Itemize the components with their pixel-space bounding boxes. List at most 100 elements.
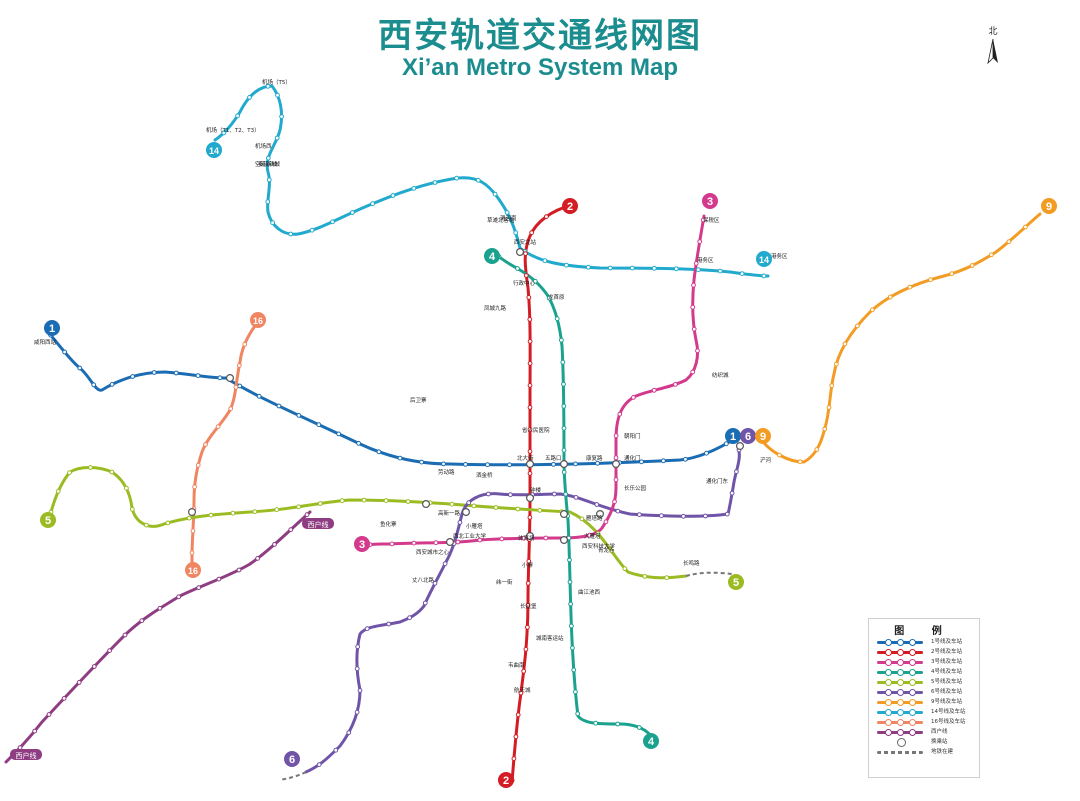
station-dot[interactable] <box>842 341 848 347</box>
station-dot[interactable] <box>690 369 696 375</box>
station-dot[interactable] <box>442 561 448 567</box>
station-dot[interactable] <box>236 567 242 573</box>
station-dot[interactable] <box>256 393 262 399</box>
station-dot[interactable] <box>195 373 201 379</box>
station-dot[interactable] <box>370 201 376 207</box>
station-dot[interactable] <box>609 548 614 554</box>
station-dot[interactable] <box>405 499 411 504</box>
station-dot[interactable] <box>255 556 261 561</box>
station-dot[interactable] <box>486 491 491 497</box>
station-dot[interactable] <box>527 515 533 520</box>
station-dot[interactable] <box>527 427 533 432</box>
station-dot[interactable] <box>186 515 192 521</box>
station-dot[interactable] <box>870 307 875 313</box>
station-dot[interactable] <box>561 469 567 475</box>
station-dot[interactable] <box>797 459 803 465</box>
station-dot[interactable] <box>233 384 239 390</box>
station-dot[interactable] <box>196 585 202 590</box>
station-dot[interactable] <box>192 484 198 490</box>
station-dot[interactable] <box>826 405 832 410</box>
station-dot[interactable] <box>573 461 578 467</box>
station-dot[interactable] <box>969 263 975 268</box>
station-dot[interactable] <box>130 374 136 379</box>
station-dot[interactable] <box>235 113 241 119</box>
station-dot[interactable] <box>1023 224 1028 230</box>
station-dot[interactable] <box>567 557 572 563</box>
station-dot[interactable] <box>386 621 392 627</box>
station-dot[interactable] <box>441 461 446 467</box>
station-dot[interactable] <box>563 491 568 497</box>
station-dot[interactable] <box>499 536 505 542</box>
station-dot[interactable] <box>561 381 566 387</box>
station-dot[interactable] <box>165 520 171 526</box>
station-dot[interactable] <box>67 470 72 476</box>
station-dot[interactable] <box>613 433 619 439</box>
station-dot[interactable] <box>228 406 234 412</box>
station-dot[interactable] <box>139 618 145 624</box>
station-dot[interactable] <box>316 422 322 428</box>
station-dot[interactable] <box>573 495 579 500</box>
station-dot[interactable] <box>554 316 560 322</box>
station-dot[interactable] <box>525 624 530 630</box>
line-4-badge[interactable]: 4 <box>643 733 659 749</box>
station-dot[interactable] <box>195 462 201 468</box>
station-dot[interactable] <box>466 500 472 506</box>
station-dot[interactable] <box>833 361 839 367</box>
interchange-station[interactable] <box>559 510 568 519</box>
station-dot[interactable] <box>664 575 670 581</box>
xihu-line-tag[interactable]: 西户线 <box>302 518 334 529</box>
line-5-badge[interactable]: 5 <box>40 512 56 528</box>
station-dot[interactable] <box>603 519 609 525</box>
station-dot[interactable] <box>567 579 573 585</box>
station-dot[interactable] <box>521 668 527 674</box>
station-dot[interactable] <box>407 615 413 621</box>
station-dot[interactable] <box>485 462 490 468</box>
interchange-station[interactable] <box>595 510 604 519</box>
station-dot[interactable] <box>717 268 723 274</box>
station-dot[interactable] <box>91 664 97 669</box>
station-dot[interactable] <box>697 239 703 245</box>
station-dot[interactable] <box>622 566 628 571</box>
station-dot[interactable] <box>560 359 566 365</box>
station-dot[interactable] <box>513 734 519 740</box>
station-dot[interactable] <box>1006 239 1012 245</box>
station-dot[interactable] <box>949 271 955 277</box>
station-dot[interactable] <box>247 95 252 100</box>
station-dot[interactable] <box>542 258 548 264</box>
station-dot[interactable] <box>144 522 149 528</box>
station-dot[interactable] <box>515 712 521 718</box>
station-dot[interactable] <box>700 217 706 223</box>
station-dot[interactable] <box>613 477 619 483</box>
station-dot[interactable] <box>579 516 585 522</box>
station-dot[interactable] <box>525 602 531 608</box>
station-dot[interactable] <box>523 273 529 278</box>
station-dot[interactable] <box>190 528 196 534</box>
line-5-badge[interactable]: 5 <box>728 574 744 590</box>
station-dot[interactable] <box>265 199 271 205</box>
station-dot[interactable] <box>777 452 782 458</box>
station-dot[interactable] <box>607 265 613 271</box>
station-dot[interactable] <box>613 455 619 461</box>
station-dot[interactable] <box>681 513 686 519</box>
station-dot[interactable] <box>887 294 893 300</box>
line-9-route[interactable] <box>758 212 1042 464</box>
station-dot[interactable] <box>523 251 528 257</box>
station-dot[interactable] <box>636 725 642 730</box>
station-dot[interactable] <box>376 449 382 455</box>
station-dot[interactable] <box>691 282 696 288</box>
station-dot[interactable] <box>526 558 532 564</box>
station-dot[interactable] <box>266 177 272 183</box>
station-dot[interactable] <box>543 535 549 541</box>
station-dot[interactable] <box>390 193 396 198</box>
line-16-route[interactable] <box>190 320 260 572</box>
station-dot[interactable] <box>274 135 280 141</box>
station-dot[interactable] <box>526 295 532 300</box>
station-dot[interactable] <box>151 370 157 375</box>
station-dot[interactable] <box>309 227 315 233</box>
station-dot[interactable] <box>695 267 701 273</box>
station-dot[interactable] <box>276 403 282 409</box>
station-dot[interactable] <box>77 365 83 371</box>
station-dot[interactable] <box>107 648 112 653</box>
station-dot[interactable] <box>265 155 271 161</box>
station-dot[interactable] <box>739 271 745 277</box>
